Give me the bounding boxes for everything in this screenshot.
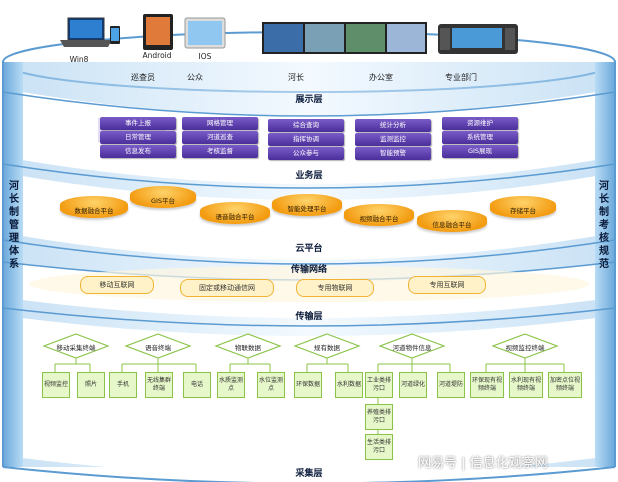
collect-leaf: 水位监测点	[257, 372, 285, 398]
biz-item: 统计分析	[355, 119, 431, 132]
role-label: 河长	[288, 73, 304, 82]
layer-title-transport: 传输层	[295, 312, 323, 322]
network-pill: 固定或移动通信网	[180, 279, 274, 297]
cloud-node: 存储平台	[490, 196, 556, 218]
network-pill: 移动互联网	[80, 276, 154, 294]
side-label-left: 河长制管理体系	[9, 181, 19, 270]
collect-leaf: 环保现有视频终端	[470, 372, 504, 398]
collect-group-label: 移动采集终端	[56, 344, 96, 352]
cloud-node: 数据融合平台	[60, 196, 128, 218]
video-wall-icon	[262, 22, 427, 54]
collect-leaf: 水利数据	[335, 372, 363, 398]
biz-item: 公众参与	[268, 147, 344, 160]
collect-group-label: 物联数据	[235, 344, 261, 352]
cloud-node: 信息融合平台	[417, 210, 487, 232]
collect-leaf: 水利现有视频终端	[509, 372, 543, 398]
biz-item: 信息发布	[100, 145, 176, 158]
cloud-node: 语音融合平台	[200, 202, 270, 224]
collect-leaf: 视频监控	[42, 372, 70, 398]
biz-item: 日常管理	[100, 131, 176, 144]
biz-item: GIS展现	[442, 145, 518, 158]
biz-item: 系统管理	[442, 131, 518, 144]
collect-leaf: 电话	[183, 372, 211, 398]
role-label: 专业部门	[445, 73, 477, 82]
role-label: 巡查员	[131, 73, 155, 82]
biz-item: 指挥协调	[268, 133, 344, 146]
layer-title-collect: 采集层	[295, 469, 323, 479]
collect-group-label: 规有数据	[314, 344, 340, 352]
cloud-node: 视频融合平台	[344, 204, 414, 226]
biz-item: 河道巡查	[182, 131, 258, 144]
collect-group-label: 视频监控终端	[505, 344, 545, 352]
cloud-node: GIS平台	[130, 186, 196, 208]
layer-title-business: 业务层	[295, 171, 323, 181]
biz-item: 网格管理	[182, 117, 258, 130]
collect-group-label: 河道物件信息	[392, 344, 432, 352]
collect-leaf: 水质监测点	[217, 372, 245, 398]
layer-title-cloud: 云平台	[295, 244, 323, 254]
cloud-node: 智能处理平台	[272, 194, 342, 216]
biz-item: 考核监督	[182, 145, 258, 158]
side-label-right: 河长制考核规范	[599, 181, 609, 270]
tablet-icon	[184, 17, 226, 49]
laptop-icon	[60, 17, 112, 47]
network-pill: 专用互联网	[408, 276, 486, 294]
collect-leaf: 无线集群终端	[145, 372, 173, 398]
role-label: 公众	[187, 73, 203, 82]
biz-item: 事件上报	[100, 117, 176, 130]
device-label-win8: Win8	[69, 55, 89, 64]
tablet-icon	[143, 14, 173, 50]
collect-leaf: 加密点位视频终端	[548, 372, 582, 398]
collect-leaf: 手机	[109, 372, 137, 398]
layer-title-transport-net: 传输网络	[290, 265, 327, 275]
collect-group-label: 语音终端	[145, 344, 171, 352]
biz-item: 资源维护	[442, 117, 518, 130]
watermark: 网易号 | 信息化观察网	[418, 456, 548, 471]
collect-diamonds	[42, 333, 559, 359]
collect-leaf: 工业类排污口	[365, 372, 393, 398]
biz-item: 监测监控	[355, 133, 431, 146]
collect-leaf: 照片	[77, 372, 105, 398]
collect-leaf: 环保数据	[294, 372, 322, 398]
biz-item: 综合查询	[268, 119, 344, 132]
phone-icon	[110, 26, 120, 44]
collect-leaf: 生活类排污口	[365, 434, 393, 460]
layer-title-display: 展示层	[295, 95, 323, 105]
device-label-ios: IOS	[198, 52, 212, 61]
console-icon	[438, 24, 518, 54]
network-pill: 专用物联网	[296, 279, 374, 297]
device-label-android: Android	[142, 51, 172, 60]
collect-leaf: 养殖类排污口	[365, 404, 393, 430]
collect-leaf: 河道绿化	[399, 372, 427, 398]
collect-connectors	[54, 358, 565, 434]
biz-item: 智能预警	[355, 147, 431, 160]
role-label: 办公室	[369, 73, 393, 82]
collect-leaf: 河道堤防	[437, 372, 465, 398]
